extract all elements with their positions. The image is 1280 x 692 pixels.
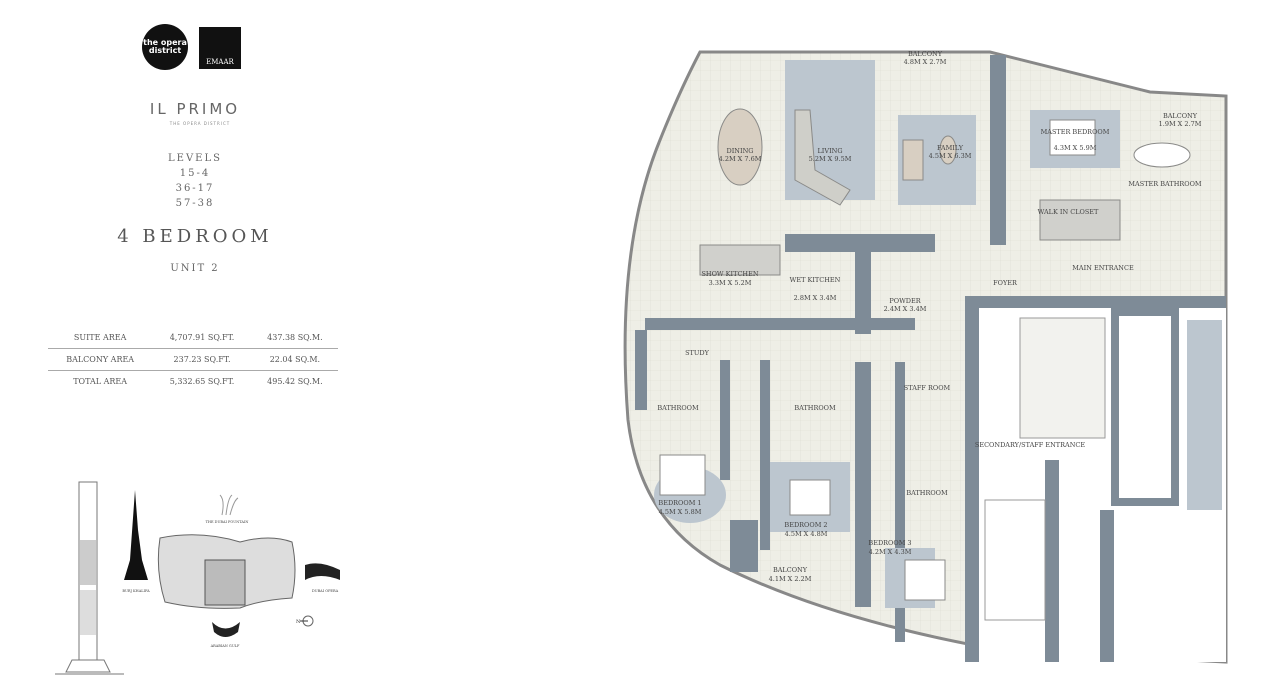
north-arrow-icon: N <box>296 615 314 627</box>
burj-khalifa-icon: BURJ KHALIFA <box>122 490 150 593</box>
area-label: BALCONY AREA <box>48 348 153 371</box>
level-range: 36-17 <box>175 183 215 194</box>
room-name: MASTER BATHROOM <box>1128 180 1202 188</box>
area-table: SUITE AREA 4,707.91 SQ.FT. 437.38 SQ.M. BA… <box>48 327 338 392</box>
room-name: DINING <box>727 147 754 155</box>
table-row: SUITE AREA 4,707.91 SQ.FT. 437.38 SQ.M. <box>48 327 338 349</box>
room-size: 4.1M X 2.2M <box>769 575 812 583</box>
room-size: 4.3M X 5.9M <box>1054 144 1097 152</box>
room-name: WALK IN CLOSET <box>1038 208 1099 216</box>
area-sqft: 237.23 SQ.FT. <box>152 348 252 371</box>
room-name: MAIN ENTRANCE <box>1072 264 1134 272</box>
room-name: FAMILY <box>937 144 964 152</box>
area-sqm: 495.42 SQ.M. <box>251 370 338 392</box>
emaar-logo: EMAAR <box>199 27 241 69</box>
room-size: 5.2M X 9.5M <box>809 155 852 163</box>
project-name: IL PRIMO <box>149 100 241 118</box>
key-plan: BURJ KHALIFA THE DUBAI FOUNTAIN DUBAI OP… <box>55 481 340 675</box>
level-range: 15-4 <box>179 168 211 179</box>
room-size: 4.2M X 7.6M <box>719 155 762 163</box>
room-name: BATHROOM <box>906 489 948 497</box>
room-name: FOYER <box>993 279 1018 287</box>
room-name: STAFF ROOM <box>904 384 951 392</box>
room-name: BEDROOM 2 <box>784 521 827 529</box>
room-size: 4.5M X 5.8M <box>659 508 702 516</box>
furniture <box>659 108 1191 601</box>
area-label: SUITE AREA <box>73 333 127 342</box>
room-size: 4.2M X 4.3M <box>869 548 912 556</box>
room-name: POWDER <box>889 297 921 305</box>
arabian-gulf-icon: ARABIAN GULF <box>210 622 240 648</box>
room-size: 1.9M X 2.7M <box>1159 120 1202 128</box>
key-plan-floor <box>157 534 296 609</box>
core-area <box>965 296 1226 662</box>
area-sqm: 22.04 SQ.M. <box>251 348 338 371</box>
dubai-fountain-icon: THE DUBAI FOUNTAIN <box>206 494 249 524</box>
emaar-logo-text: EMAAR <box>206 58 234 66</box>
area-label: TOTAL AREA <box>48 370 153 392</box>
area-sqft: 5,332.65 SQ.FT. <box>152 370 252 392</box>
room-labels: BALCONY 4.8M X 2.7M DINING 4.2M X 7.6M L… <box>657 50 1202 583</box>
room-size: 4.5M X 4.8M <box>785 530 828 538</box>
unit-number: UNIT 2 <box>170 263 220 274</box>
room-name: BATHROOM <box>794 404 836 412</box>
tower-elevation <box>55 481 124 675</box>
room-name: BALCONY <box>1163 112 1198 120</box>
area-sqm: 437.38 SQ.M. <box>267 333 323 342</box>
opera-district-logo: the opera district <box>142 24 188 70</box>
opera-district-logo-text: the opera district <box>143 38 187 55</box>
room-name: BEDROOM 1 <box>658 499 701 507</box>
room-size: 3.3M X 5.2M <box>709 279 752 287</box>
room-name: WET KITCHEN <box>790 276 841 284</box>
room-name: BALCONY <box>773 566 808 574</box>
dubai-opera-icon: DUBAI OPERA <box>305 563 340 593</box>
north-label: N <box>296 619 301 625</box>
room-name: MASTER BEDROOM <box>1041 128 1110 136</box>
level-range: 57-38 <box>175 198 215 209</box>
project-tagline: THE OPERA DISTRICT <box>169 121 231 126</box>
room-size: 2.4M X 3.4M <box>884 305 927 313</box>
room-name: SHOW KITCHEN <box>701 270 758 278</box>
room-name: BEDROOM 3 <box>868 539 911 547</box>
room-name: BALCONY <box>908 50 943 58</box>
room-name: LIVING <box>817 147 842 155</box>
landmark-label: DUBAI OPERA <box>312 589 339 593</box>
room-name: BATHROOM <box>657 404 699 412</box>
levels-label: LEVELS <box>168 153 222 164</box>
unit-type-title: 4 BEDROOM <box>117 226 273 247</box>
landmark-label: THE DUBAI FOUNTAIN <box>206 520 249 524</box>
landmark-label: ARABIAN GULF <box>210 644 240 648</box>
info-panel: the opera district EMAAR IL PRIMO THE OP… <box>0 0 380 692</box>
landmark-label: BURJ KHALIFA <box>122 589 150 593</box>
room-name: STUDY <box>685 349 709 357</box>
room-size: 2.8M X 3.4M <box>794 294 837 302</box>
area-sqft: 4,707.91 SQ.FT. <box>169 333 235 342</box>
room-size: 4.5M X 6.3M <box>929 152 972 160</box>
walls <box>635 55 1006 642</box>
levels-block: LEVELS 15-4 36-17 57-38 <box>150 151 240 211</box>
room-size: 4.8M X 2.7M <box>904 58 947 66</box>
room-name: SECONDARY/STAFF ENTRANCE <box>975 441 1085 449</box>
